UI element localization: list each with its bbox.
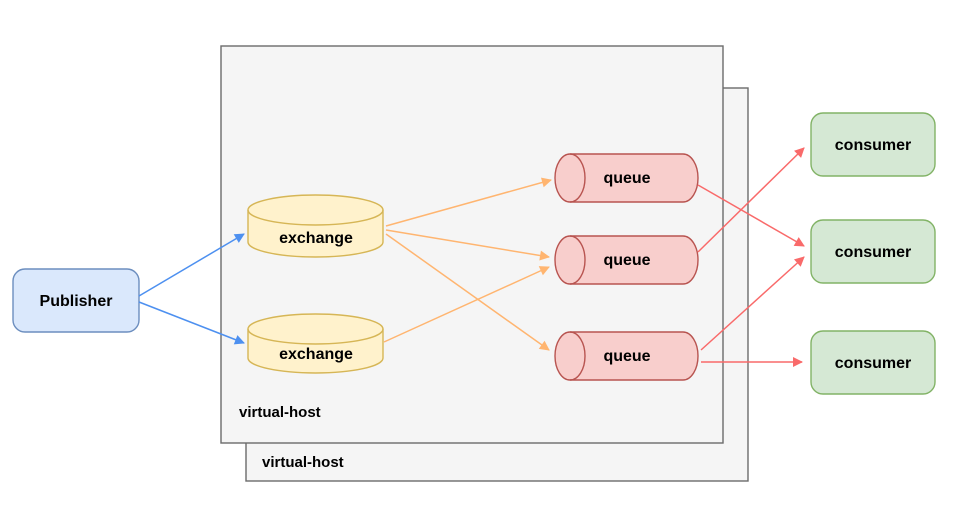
queue-top-label: queue xyxy=(603,170,650,187)
edge-publisher-to-exchange-top xyxy=(138,233,245,297)
queue-bottom-node xyxy=(554,331,699,381)
queue-bottom-label: queue xyxy=(603,348,650,365)
edge-exchange-top-to-queue-top xyxy=(385,177,552,227)
edge-exchange-top-to-queue-bottom xyxy=(385,233,550,351)
consumer-bottom-label: consumer xyxy=(835,355,911,372)
exchange-top-rim xyxy=(247,209,384,226)
queue-middle-rim xyxy=(569,235,586,285)
consumer-middle-node xyxy=(810,219,936,284)
edge-queue-middle-to-consumer-top xyxy=(697,147,805,253)
exchange-top-node xyxy=(247,194,384,258)
queue-bottom-rim xyxy=(569,331,586,381)
edge-queue-top-to-consumer-middle xyxy=(697,184,805,247)
edge-queue-bottom-to-consumer-middle xyxy=(700,256,805,351)
queue-top-rim xyxy=(569,153,586,203)
queue-middle-body xyxy=(554,235,699,285)
publisher-label: Publisher xyxy=(40,293,113,310)
queue-middle-label: queue xyxy=(603,252,650,269)
queue-top-node xyxy=(554,153,699,203)
queue-bottom-body xyxy=(554,331,699,381)
exchange-bottom-label: exchange xyxy=(279,346,353,363)
consumer-middle-label: consumer xyxy=(835,244,911,261)
edge-exchange-top-to-queue-middle xyxy=(385,229,550,261)
exchange-top-body xyxy=(247,194,384,258)
edge-publisher-to-exchange-bottom xyxy=(138,301,245,345)
queue-top-body xyxy=(554,153,699,203)
consumer-top-label: consumer xyxy=(835,137,911,154)
virtual-host-front-label: virtual-host xyxy=(239,404,321,421)
consumer-top-node xyxy=(810,112,936,177)
exchange-bottom-rim xyxy=(247,328,384,345)
exchange-top-label: exchange xyxy=(279,230,353,247)
edge-exchange-bottom-to-queue-middle xyxy=(383,266,550,343)
queue-middle-node xyxy=(554,235,699,285)
virtual-host-back-label: virtual-host xyxy=(262,454,344,471)
exchange-bottom-node xyxy=(247,313,384,374)
publisher-node xyxy=(12,268,140,333)
consumer-bottom-node xyxy=(810,330,936,395)
